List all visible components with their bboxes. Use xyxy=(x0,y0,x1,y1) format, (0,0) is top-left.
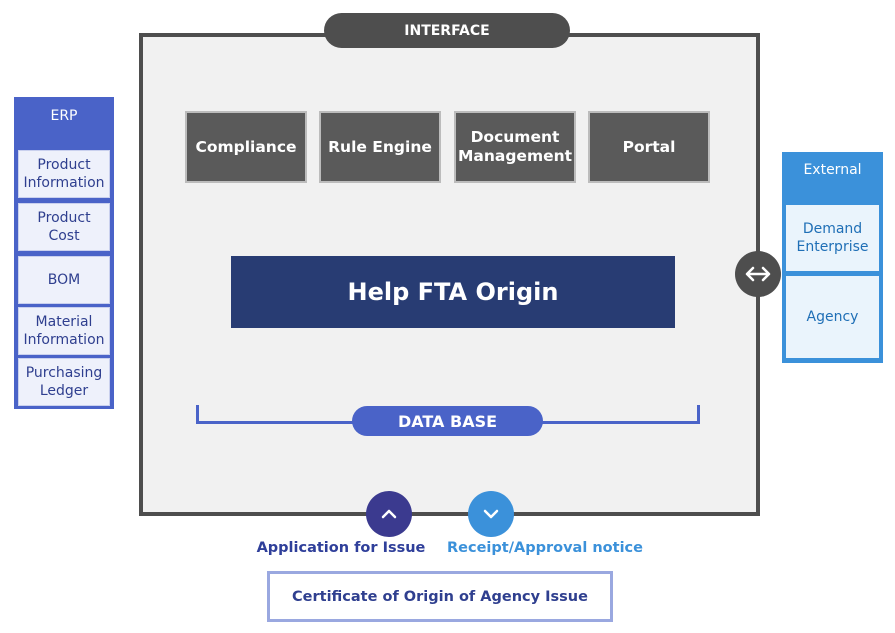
receipt-arrow xyxy=(468,491,514,537)
module-portal: Portal xyxy=(588,111,710,183)
certificate-box: Certificate of Origin of Agency Issue xyxy=(267,571,613,622)
erp-item-label: Material xyxy=(35,314,93,330)
application-label: Application for Issue xyxy=(256,540,426,556)
database-bracket-left xyxy=(196,405,199,424)
application-arrow xyxy=(366,491,412,537)
erp-item-label: Product xyxy=(37,210,91,226)
erp-item-label: Ledger xyxy=(39,383,89,399)
database-label: DATA BASE xyxy=(352,406,543,436)
erp-title: ERP xyxy=(50,108,78,124)
module-label: Compliance xyxy=(195,137,297,156)
database-bracket-right xyxy=(697,405,700,424)
erp-item-label: BOM xyxy=(47,272,81,288)
external-item-label: Enterprise xyxy=(796,239,869,255)
external-item-label: Agency xyxy=(806,309,859,325)
erp-item-label: Information xyxy=(23,332,105,348)
module-label: Rule Engine xyxy=(328,137,432,156)
module-rule-engine: Rule Engine xyxy=(319,111,441,183)
chevron-up-icon xyxy=(381,509,397,519)
exchange-connector xyxy=(735,251,781,297)
bidirectional-arrow-icon xyxy=(745,266,771,282)
external-item-label: Demand xyxy=(802,221,863,237)
erp-panel xyxy=(14,97,114,409)
external-item-agency: Agency xyxy=(786,276,879,358)
module-compliance: Compliance xyxy=(185,111,307,183)
external-title: External xyxy=(803,162,862,178)
chevron-down-icon xyxy=(483,509,499,519)
receipt-label: Receipt/Approval notice xyxy=(447,540,643,556)
core-system: Help FTA Origin xyxy=(231,256,675,328)
erp-item-label: Product xyxy=(37,157,91,173)
erp-item-bom: BOM xyxy=(18,256,110,304)
module-label: Portal xyxy=(622,137,676,156)
erp-item-label: Information xyxy=(23,175,105,191)
module-label: Document xyxy=(470,128,560,146)
erp-item-label: Purchasing xyxy=(25,365,103,381)
erp-item-label: Cost xyxy=(48,228,80,244)
interface-label: INTERFACE xyxy=(324,13,570,48)
module-label: Management xyxy=(457,147,573,165)
